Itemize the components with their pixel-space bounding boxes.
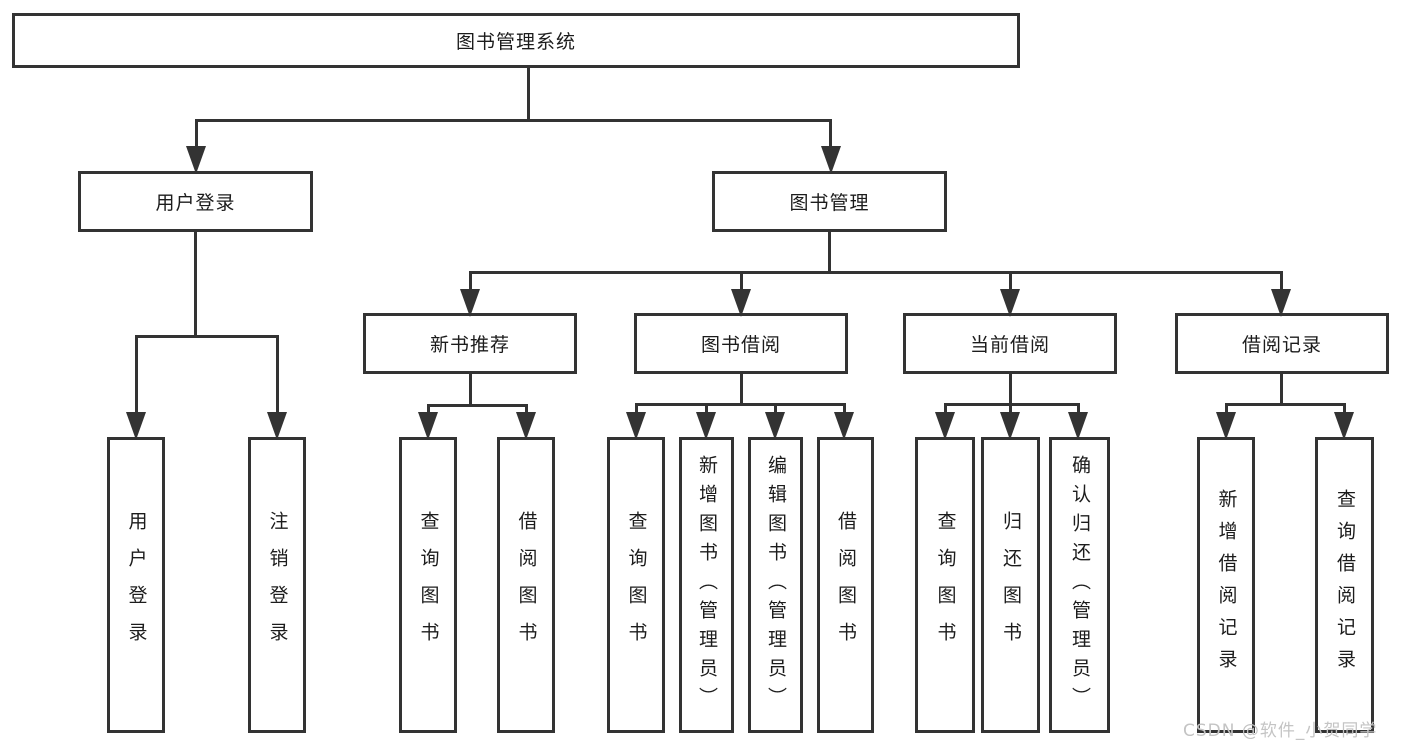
connector-line bbox=[527, 68, 530, 121]
connector-line bbox=[427, 404, 430, 418]
leaf-label: 编辑图书（管理员） bbox=[765, 454, 787, 716]
arrow-down-icon bbox=[626, 412, 646, 440]
leaf-label: 查询图书 bbox=[625, 511, 648, 659]
leaf-label: 查询借阅记录 bbox=[1334, 489, 1356, 681]
node-book-management-label: 图书管理 bbox=[789, 192, 870, 214]
leaf-user-login: 用户登录 bbox=[107, 437, 165, 733]
arrow-down-icon bbox=[516, 412, 536, 440]
connector-line bbox=[944, 403, 947, 417]
leaf-label: 确认归还（管理员） bbox=[1069, 454, 1091, 716]
node-user-login: 用户登录 bbox=[78, 171, 313, 232]
connector-line bbox=[740, 271, 743, 293]
connector-line bbox=[195, 119, 198, 150]
connector-line bbox=[1225, 403, 1346, 406]
connector-line bbox=[195, 119, 832, 122]
leaf-label: 注销登录 bbox=[266, 511, 289, 659]
connector-line bbox=[469, 271, 472, 293]
node-borrow-records: 借阅记录 bbox=[1175, 313, 1389, 374]
arrow-down-icon bbox=[267, 412, 287, 440]
connector-line bbox=[469, 374, 472, 407]
arrow-down-icon bbox=[1334, 412, 1354, 440]
leaf-label: 用户登录 bbox=[125, 511, 148, 659]
arrow-down-icon bbox=[1216, 412, 1236, 440]
leaf-return-books: 归还图书 bbox=[981, 437, 1040, 733]
connector-line bbox=[135, 335, 279, 338]
leaf-add-borrow-record: 新增借阅记录 bbox=[1197, 437, 1255, 733]
leaf-confirm-return-admin: 确认归还（管理员） bbox=[1049, 437, 1110, 733]
leaf-label: 借阅图书 bbox=[515, 511, 538, 659]
connector-line bbox=[1225, 403, 1228, 417]
arrow-down-icon bbox=[418, 412, 438, 440]
connector-line bbox=[276, 335, 279, 416]
arrow-down-icon bbox=[126, 412, 146, 440]
arrow-down-icon bbox=[1000, 289, 1020, 317]
arrow-down-icon bbox=[935, 412, 955, 440]
node-new-book-recommend: 新书推荐 bbox=[363, 313, 577, 374]
arrow-down-icon bbox=[731, 289, 751, 317]
connector-line bbox=[469, 271, 1283, 274]
connector-line bbox=[1009, 271, 1012, 293]
leaf-borrow-books: 借阅图书 bbox=[817, 437, 874, 733]
node-root: 图书管理系统 bbox=[12, 13, 1020, 68]
connector-line bbox=[705, 403, 708, 417]
leaf-label: 查询图书 bbox=[417, 511, 440, 659]
connector-line bbox=[944, 403, 1080, 406]
arrow-down-icon bbox=[1000, 412, 1020, 440]
leaf-query-books-borrow: 查询图书 bbox=[607, 437, 665, 733]
leaf-query-borrow-record: 查询借阅记录 bbox=[1315, 437, 1374, 733]
connector-line bbox=[427, 404, 528, 407]
connector-line bbox=[635, 403, 638, 417]
connector-line bbox=[774, 403, 777, 417]
node-root-label: 图书管理系统 bbox=[455, 31, 576, 53]
connector-line bbox=[635, 403, 846, 406]
leaf-add-books-admin: 新增图书（管理员） bbox=[679, 437, 734, 733]
connector-line bbox=[829, 119, 832, 150]
connector-line bbox=[843, 403, 846, 417]
arrow-down-icon bbox=[1068, 412, 1088, 440]
leaf-label: 查询图书 bbox=[934, 511, 957, 659]
csdn-watermark: CSDN @软件_小贺同学 bbox=[1183, 721, 1378, 741]
node-new-book-recommend-label: 新书推荐 bbox=[429, 334, 510, 356]
leaf-label: 借阅图书 bbox=[835, 511, 857, 659]
connector-line bbox=[1280, 271, 1283, 293]
connector-line bbox=[1343, 403, 1346, 417]
arrow-down-icon bbox=[765, 412, 785, 440]
connector-line bbox=[1280, 374, 1283, 406]
node-borrow-records-label: 借阅记录 bbox=[1241, 334, 1322, 356]
leaf-logout: 注销登录 bbox=[248, 437, 306, 733]
node-book-borrow: 图书借阅 bbox=[634, 313, 848, 374]
connector-line bbox=[135, 335, 138, 416]
arrow-down-icon bbox=[460, 289, 480, 317]
arrow-down-icon bbox=[1271, 289, 1291, 317]
leaf-query-books-current: 查询图书 bbox=[915, 437, 975, 733]
leaf-query-books-recommend: 查询图书 bbox=[399, 437, 457, 733]
connector-line bbox=[1009, 403, 1012, 417]
node-book-borrow-label: 图书借阅 bbox=[700, 334, 781, 356]
connector-line bbox=[194, 232, 197, 338]
connector-line bbox=[740, 374, 743, 406]
arrow-down-icon bbox=[834, 412, 854, 440]
arrow-down-icon bbox=[696, 412, 716, 440]
connector-line bbox=[525, 404, 528, 418]
leaf-edit-books-admin: 编辑图书（管理员） bbox=[748, 437, 803, 733]
arrow-down-icon bbox=[186, 146, 206, 174]
leaf-borrow-books-recommend: 借阅图书 bbox=[497, 437, 555, 733]
connector-line bbox=[1077, 403, 1080, 417]
leaf-label: 新增图书（管理员） bbox=[696, 454, 718, 716]
connector-line bbox=[828, 232, 831, 273]
leaf-label: 归还图书 bbox=[1000, 511, 1022, 659]
arrow-down-icon bbox=[821, 146, 841, 174]
node-user-login-label: 用户登录 bbox=[155, 192, 236, 214]
node-current-borrow-label: 当前借阅 bbox=[969, 334, 1050, 356]
leaf-label: 新增借阅记录 bbox=[1215, 489, 1238, 681]
node-book-management: 图书管理 bbox=[712, 171, 947, 232]
connector-line bbox=[1009, 374, 1012, 406]
node-current-borrow: 当前借阅 bbox=[903, 313, 1117, 374]
